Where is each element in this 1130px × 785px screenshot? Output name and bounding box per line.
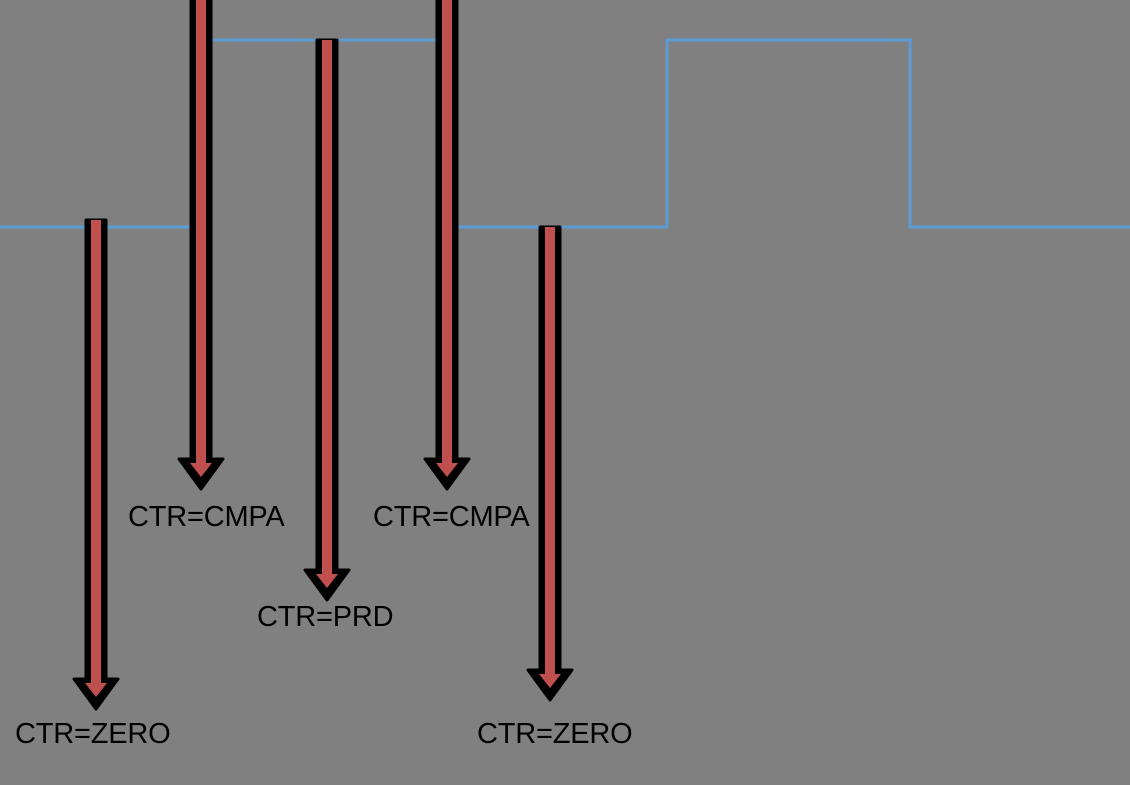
- pwm-output-waveform: [0, 38, 1130, 229]
- arrow-ctr-cmpa-2: [423, 0, 471, 491]
- arrow-fill: [539, 227, 561, 688]
- arrow-fill: [316, 40, 338, 588]
- arrow-ctr-cmpa-1: [177, 0, 225, 491]
- label-ctr-zero-1: CTR=ZERO: [15, 718, 171, 750]
- label-ctr-zero-2: CTR=ZERO: [477, 718, 633, 750]
- event-arrow-layer: [72, 0, 574, 711]
- arrow-ctr-zero-1: [72, 218, 120, 711]
- label-ctr-cmpa-1: CTR=CMPA: [128, 501, 285, 533]
- label-ctr-prd: CTR=PRD: [257, 601, 394, 633]
- arrow-fill: [436, 0, 458, 477]
- label-ctr-cmpa-2: CTR=CMPA: [373, 501, 530, 533]
- arrow-fill: [190, 0, 212, 477]
- arrow-ctr-prd: [303, 38, 351, 602]
- arrow-ctr-zero-2: [526, 225, 574, 702]
- arrow-fill: [85, 220, 107, 697]
